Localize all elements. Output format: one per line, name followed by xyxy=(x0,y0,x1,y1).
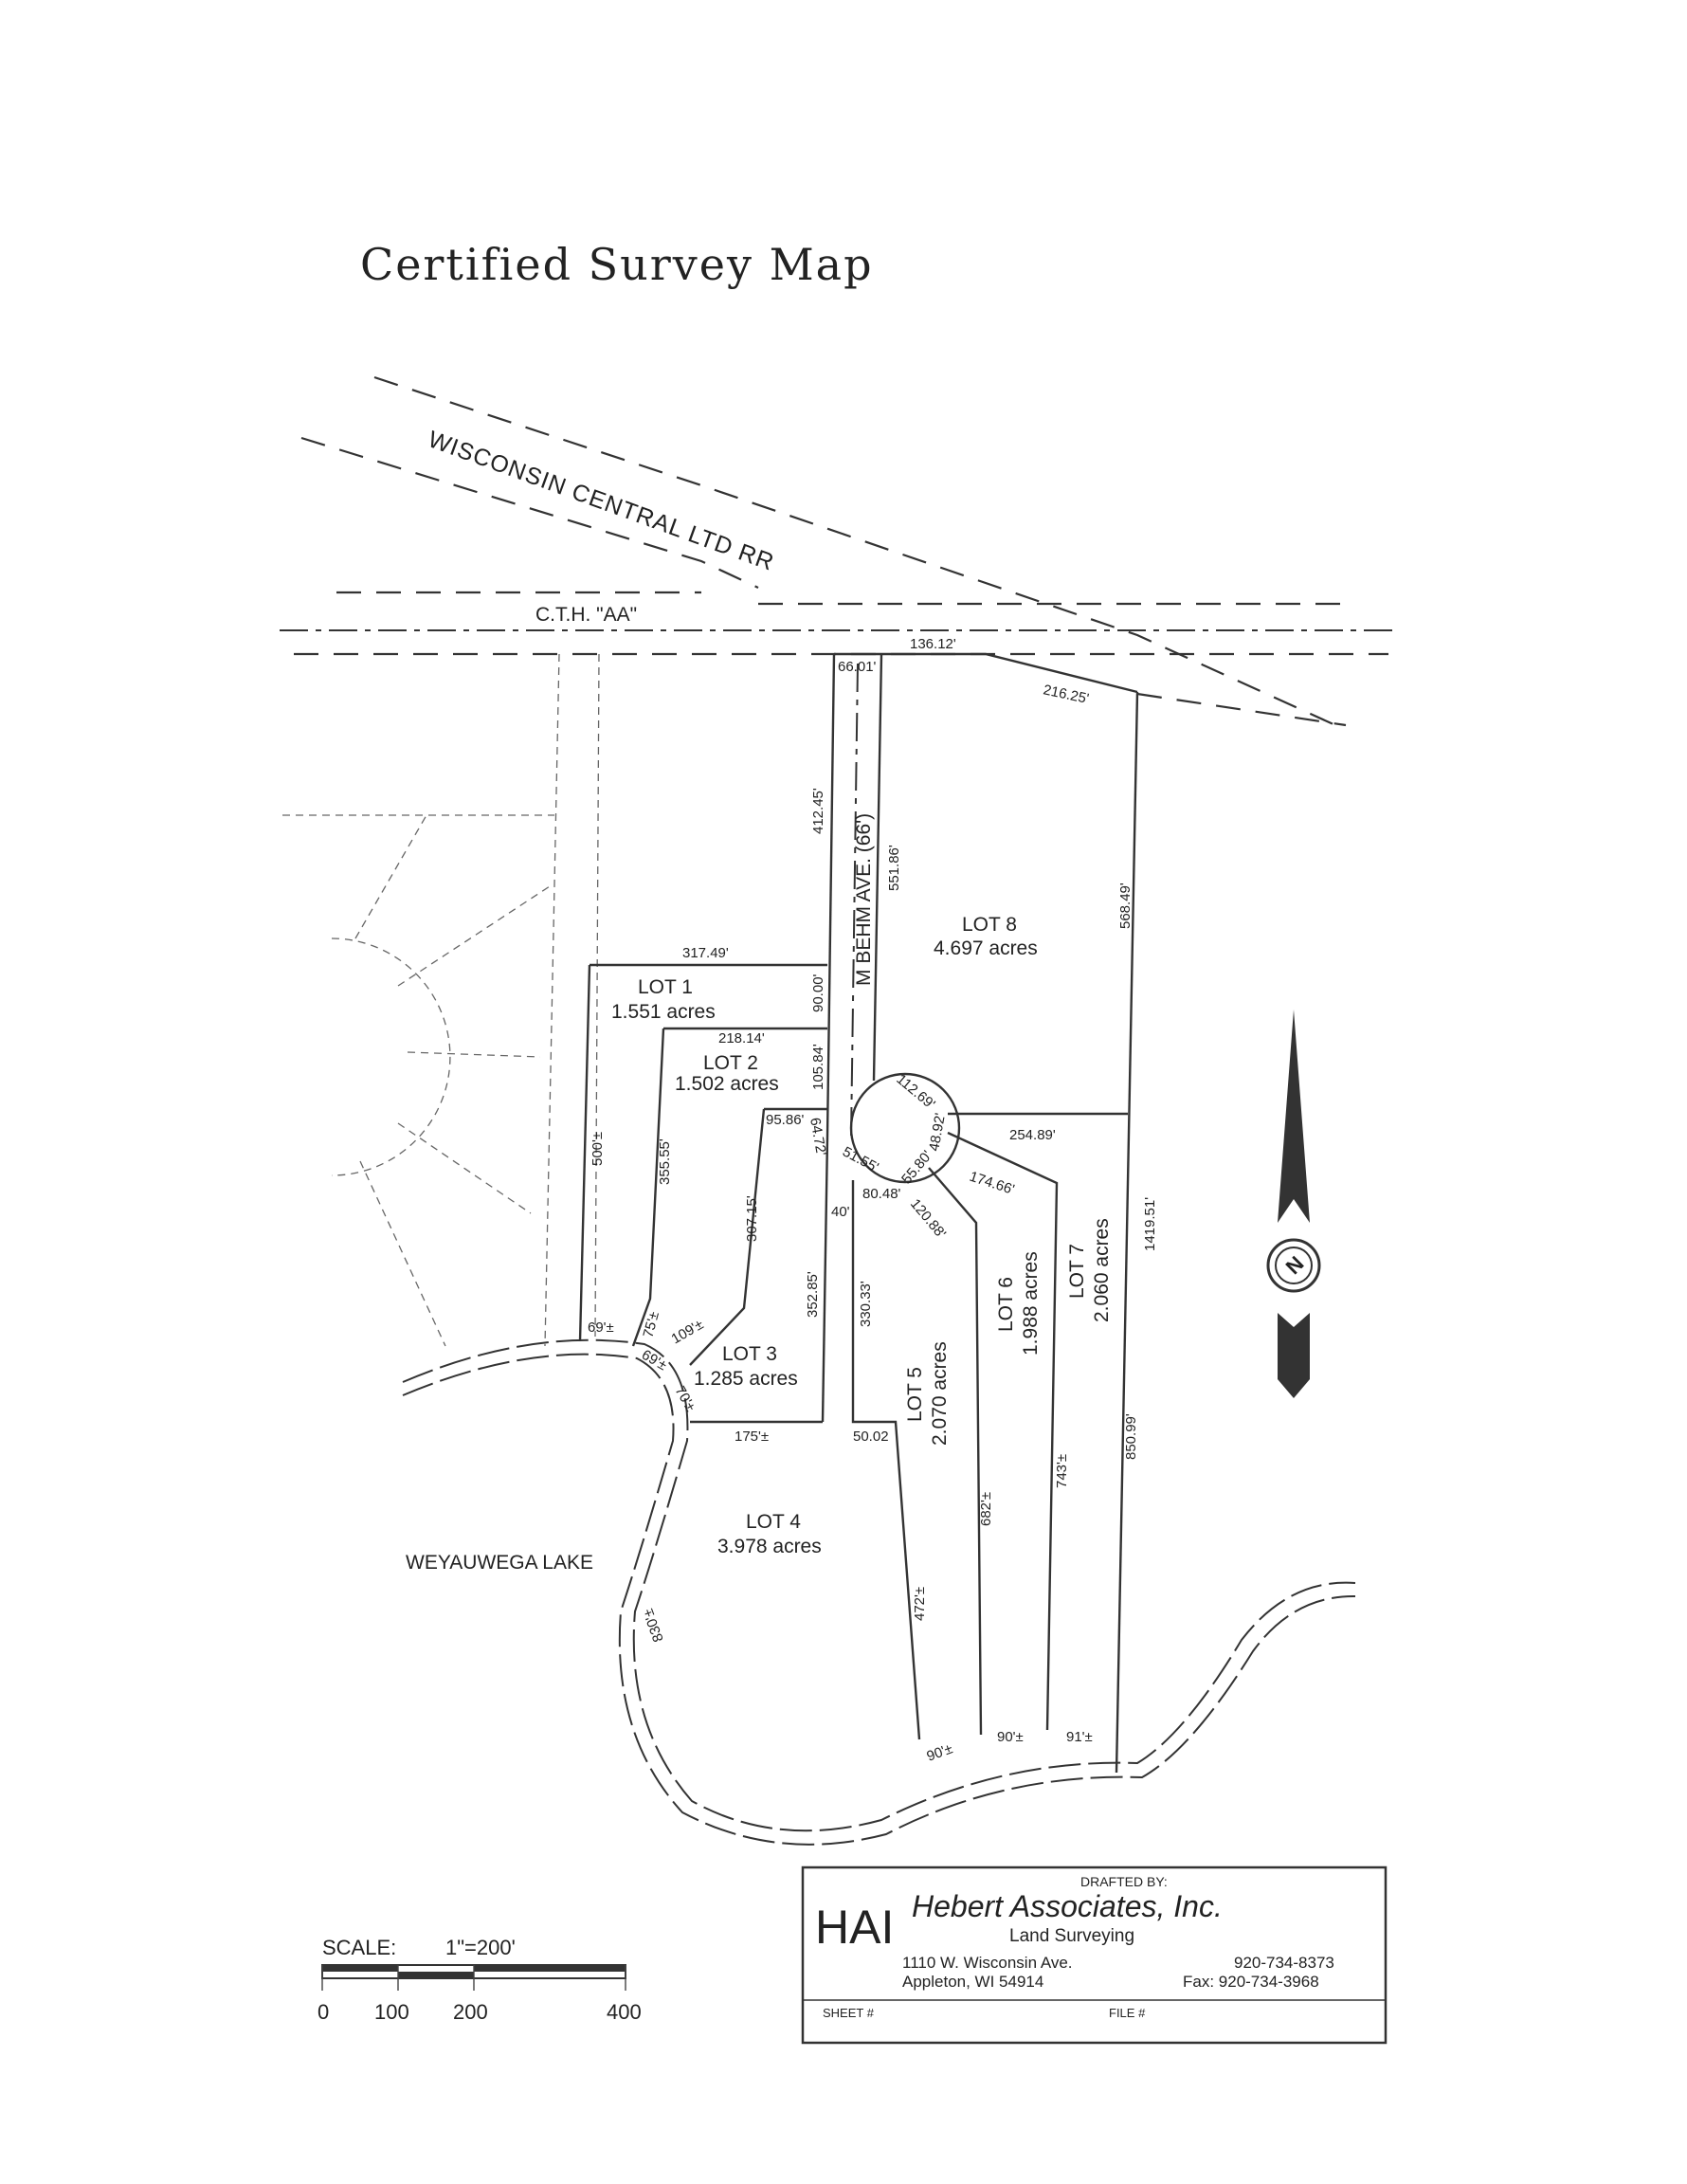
sheet-number: SHEET # xyxy=(823,2006,875,2020)
dim-174: 174.66' xyxy=(968,1169,1017,1198)
drafted-by: DRAFTED BY: xyxy=(1080,1874,1168,1889)
fax: Fax: 920-734-3968 xyxy=(1183,1973,1319,1991)
dim-90b: 90'± xyxy=(997,1729,1024,1745)
lot-4-name: LOT 4 xyxy=(746,1511,801,1533)
lot-8-area: 4.697 acres xyxy=(934,937,1038,959)
dimension-labels: 136.12' 216.25' 66.01' 412.45' 551.86' 5… xyxy=(588,636,1158,1765)
lot-6-name: LOT 6 xyxy=(995,1277,1017,1332)
lake-label: WEYAUWEGA LAKE xyxy=(406,1552,593,1574)
dim-568: 568.49' xyxy=(1117,883,1134,929)
lot-1-area: 1.551 acres xyxy=(611,1001,716,1023)
lot-5-area: 2.070 acres xyxy=(929,1341,951,1446)
title-block xyxy=(801,1866,1388,2045)
lot-8-name: LOT 8 xyxy=(962,914,1017,936)
dim-112: 112.69' xyxy=(893,1071,938,1113)
lot-3-name: LOT 3 xyxy=(722,1343,777,1365)
dim-355: 355.55' xyxy=(657,1138,673,1185)
company-logo: HAI xyxy=(815,1901,894,1954)
address-line-1: 1110 W. Wisconsin Ave. xyxy=(902,1954,1073,1972)
scale-label: SCALE: xyxy=(322,1936,396,1959)
dim-48: 48.92' xyxy=(926,1112,949,1153)
lot-2-area: 1.502 acres xyxy=(675,1073,779,1095)
dim-218: 218.14' xyxy=(718,1030,765,1046)
north-arrow xyxy=(1266,1010,1321,1398)
dim-51: 51.55' xyxy=(840,1144,881,1176)
lot-1-name: LOT 1 xyxy=(638,976,693,998)
scale-tick-200: 200 xyxy=(453,2000,488,2024)
phone: 920-734-8373 xyxy=(1234,1954,1334,1972)
dim-682: 682'± xyxy=(978,1492,994,1526)
dim-317: 317.49' xyxy=(682,945,729,961)
railroad-label: WISCONSIN CENTRAL LTD RR xyxy=(425,426,778,576)
dim-90: 90.00' xyxy=(810,974,826,1012)
dim-109: 109'± xyxy=(669,1317,707,1348)
dim-95: 95.86' xyxy=(766,1112,805,1128)
dim-64: 64.72' xyxy=(807,1117,829,1157)
dim-40: 40' xyxy=(831,1204,850,1220)
behm-ave xyxy=(825,652,1138,1184)
dim-254: 254.89' xyxy=(1009,1127,1056,1143)
lot-7-area: 2.060 acres xyxy=(1091,1218,1113,1322)
dim-120: 120.88' xyxy=(907,1196,949,1242)
dim-175: 175'± xyxy=(735,1429,769,1445)
dim-330: 330.33' xyxy=(858,1281,874,1327)
dim-91: 91'± xyxy=(1066,1729,1093,1745)
lot-boundaries xyxy=(578,691,1139,1774)
lot-5-name: LOT 5 xyxy=(904,1367,926,1422)
dim-90a: 90'± xyxy=(925,1740,955,1764)
dim-500: 500'± xyxy=(590,1132,606,1166)
adjacent-subdivision xyxy=(282,653,600,1347)
lot-7-name: LOT 7 xyxy=(1066,1244,1088,1299)
dim-412: 412.45' xyxy=(810,788,826,834)
highway-label: C.T.H. "AA" xyxy=(535,604,637,626)
scale-bar xyxy=(321,1964,626,1991)
lot-2-name: LOT 2 xyxy=(703,1052,758,1074)
lot-3-area: 1.285 acres xyxy=(694,1368,798,1390)
company-service: Land Surveying xyxy=(1009,1926,1134,1946)
scale-tick-100: 100 xyxy=(374,2000,409,2024)
lot-labels: LOT 1 1.551 acres LOT 2 1.502 acres LOT … xyxy=(611,914,1113,1557)
dim-75: 75'± xyxy=(640,1310,662,1339)
scale-tick-400: 400 xyxy=(607,2000,642,2024)
highway-lines xyxy=(280,591,1398,656)
dim-69a: 69'± xyxy=(588,1320,614,1336)
dim-352: 352.85' xyxy=(805,1271,821,1318)
dim-743: 743'± xyxy=(1054,1454,1070,1488)
lot-6-area: 1.988 acres xyxy=(1020,1251,1042,1356)
address-line-2: Appleton, WI 54914 xyxy=(902,1973,1043,1991)
map-title: Certified Survey Map xyxy=(360,239,874,290)
shoreline xyxy=(402,1338,1356,1846)
dim-80: 80.48' xyxy=(862,1186,901,1202)
north-letter: N xyxy=(1281,1251,1309,1279)
railroad-lines xyxy=(300,375,1347,732)
dim-216: 216.25' xyxy=(1042,682,1090,707)
behm-ave-label: M BEHM AVE. (66') xyxy=(853,813,875,986)
scale-tick-0: 0 xyxy=(317,2000,329,2024)
dim-66: 66.01' xyxy=(838,659,877,675)
lot-4-area: 3.978 acres xyxy=(717,1536,822,1557)
dim-50: 50.02 xyxy=(853,1429,889,1445)
dim-1419: 1419.51' xyxy=(1142,1197,1158,1251)
company-name: Hebert Associates, Inc. xyxy=(912,1889,1223,1923)
dim-105: 105.84' xyxy=(810,1044,826,1090)
dim-551: 551.86' xyxy=(886,845,902,891)
railroad-east xyxy=(1136,692,1347,727)
dim-850: 850.99' xyxy=(1123,1413,1139,1460)
scale-ratio: 1"=200' xyxy=(445,1936,516,1959)
file-number: FILE # xyxy=(1109,2006,1146,2020)
dim-136: 136.12' xyxy=(910,636,956,652)
dim-307: 307.15' xyxy=(744,1195,760,1242)
dim-830: 830'± xyxy=(640,1607,666,1645)
dim-472: 472'± xyxy=(912,1587,928,1621)
